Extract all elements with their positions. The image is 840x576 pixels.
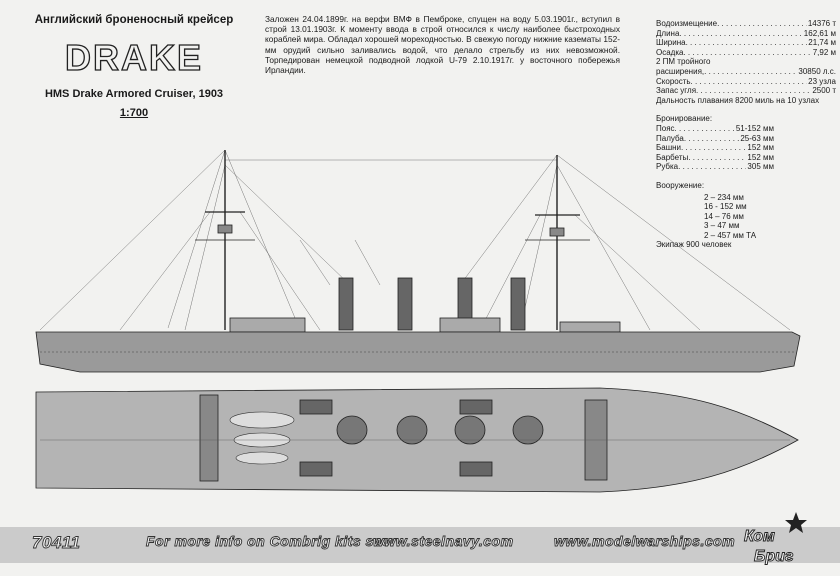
rigging <box>39 149 791 331</box>
spec-engine-line1: 2 ПМ тройного <box>656 57 711 67</box>
armament-item: 14 – 76 мм <box>704 211 744 221</box>
armor-heading: Бронирование: <box>656 114 713 124</box>
steelnavy-link[interactable]: www.steelnavy.com <box>373 533 514 550</box>
armament-item: 3 – 47 мм <box>704 221 740 231</box>
spec-coal: Запас угля2500 т <box>656 86 836 96</box>
spec-beam: Ширина21,74 м <box>656 38 836 48</box>
history-text: Заложен 24.04.1899г. на верфи ВМФ в Пемб… <box>265 14 620 76</box>
armor-deck: Палуба25-63 мм <box>656 134 774 144</box>
scale-label: 1:700 <box>119 107 149 119</box>
top-view <box>35 387 799 493</box>
funnel <box>397 277 413 331</box>
funnel <box>338 277 354 331</box>
turrets-casemates <box>199 394 608 482</box>
armament-item: 2 – 234 мм <box>704 192 744 202</box>
armament-heading: Вооружение: <box>656 180 705 190</box>
spec-displacement: Водоизмещение14376 т <box>656 19 836 29</box>
brand-top: Ком <box>744 528 775 545</box>
ship-name: DRAKE <box>64 36 203 78</box>
spec-draft: Осадка7,92 м <box>656 48 836 58</box>
title-english: HMS Drake Armored Cruiser, 1903 <box>44 88 224 100</box>
armament-item: 2 – 457 мм ТА <box>704 230 757 240</box>
spec-range: Дальность плавания 8200 миль на 10 узлах <box>656 95 820 105</box>
footer-band <box>0 527 840 563</box>
modelwarships-link[interactable]: www.modelwarships.com <box>554 533 736 550</box>
spec-engine: расширения,30850 л.с. <box>656 67 836 77</box>
boats <box>229 411 295 465</box>
spec-speed: Скорость23 узла <box>656 77 836 87</box>
crew-line: Экипаж 900 человек <box>656 240 732 250</box>
armor-belt: Пояс51-152 мм <box>656 124 774 134</box>
side-profile <box>35 149 801 373</box>
combrig-logo: Ком Бриг <box>744 512 807 565</box>
armor-towers: Башни152 мм <box>656 143 774 153</box>
armor-conning: Рубка305 мм <box>656 162 774 172</box>
spec-length: Длина162,61 м <box>656 29 836 39</box>
armor-barbettes: Барбеты152 мм <box>656 153 774 163</box>
specs-panel: Водоизмещение14376 т Длина162,61 м Ширин… <box>656 19 836 250</box>
title-russian: Английский броненосный крейсер <box>34 14 234 26</box>
kit-number: 70411 <box>32 533 81 553</box>
star-icon <box>785 512 807 533</box>
brand-bottom: Бриг <box>754 548 794 565</box>
armament-item: 16 - 152 мм <box>704 202 747 212</box>
funnel <box>510 277 526 331</box>
footer-info: For more info on Combrig kits see: <box>146 533 396 550</box>
